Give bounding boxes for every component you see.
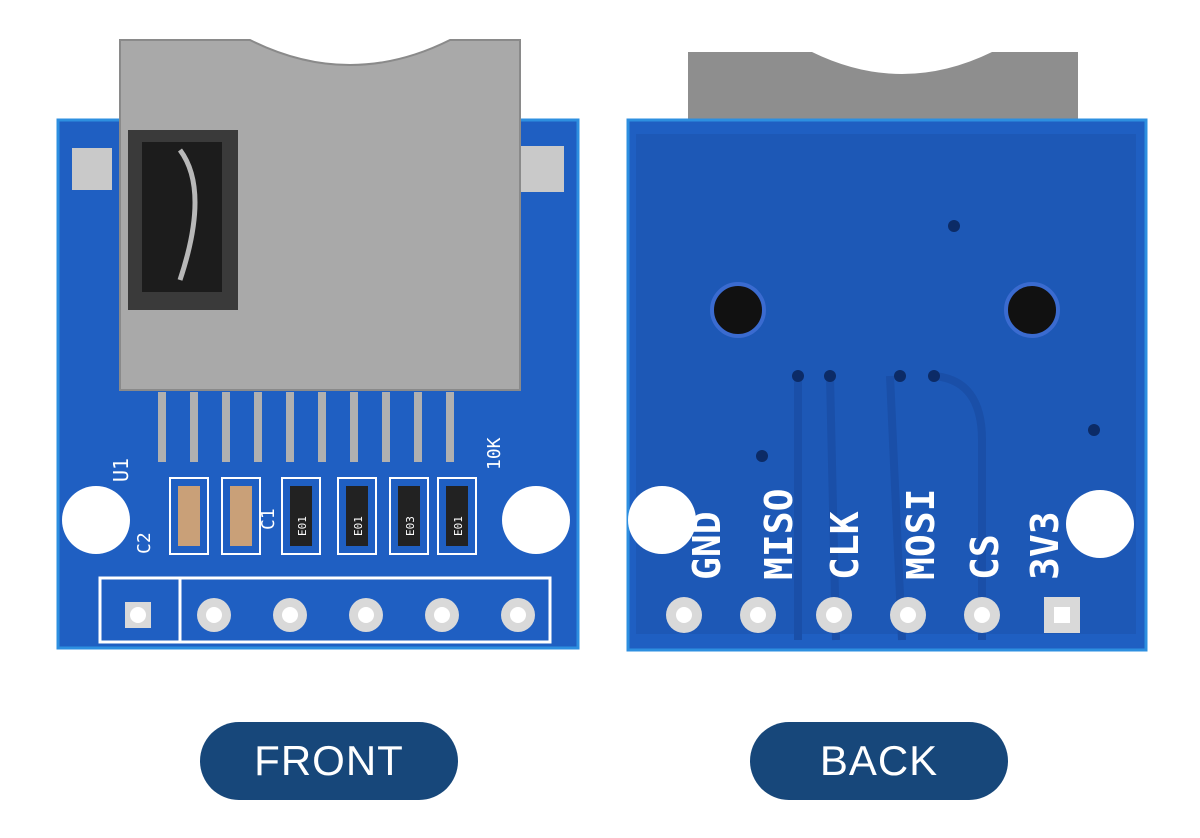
front-mount-hole-left [62, 486, 130, 554]
back-card-holder [688, 52, 1078, 124]
back-board-photo: GND MISO CLK MOSI CS 3V3 [626, 52, 1148, 652]
pin-label-cs: CS [963, 534, 1007, 580]
back-label-pill: BACK [750, 722, 1008, 800]
silk-r3: E03 [404, 516, 417, 536]
pin-label-clk: CLK [823, 511, 867, 580]
pin-label-miso: MISO [757, 488, 801, 580]
silk-r4: E01 [452, 516, 465, 536]
pin-label-gnd: GND [685, 511, 729, 580]
silk-10k: 10K [484, 437, 505, 470]
front-header-pads [125, 598, 535, 632]
back-mount-hole-left [628, 486, 696, 554]
front-components [169, 477, 477, 555]
back-header-pads [666, 597, 1080, 633]
pin-label-3v3: 3V3 [1023, 511, 1067, 580]
front-right-tab [520, 146, 564, 192]
pin-label-mosi: MOSI [899, 488, 943, 580]
back-hole-right [1004, 282, 1060, 338]
front-board-photo: U1 C2 C1 10K E01 E01 E03 E01 [56, 39, 580, 650]
front-label-pill: FRONT [200, 722, 458, 800]
silk-r1: E01 [296, 516, 309, 536]
front-label: FRONT [254, 737, 404, 784]
silk-r2: E01 [352, 516, 365, 536]
front-connector-pins [158, 392, 454, 462]
silk-c1: C1 [258, 508, 279, 530]
silk-u1: U1 [109, 458, 133, 482]
back-hole-left [710, 282, 766, 338]
front-mount-hole-right [502, 486, 570, 554]
silk-c2: C2 [134, 532, 155, 554]
front-left-tab [72, 148, 112, 190]
back-mount-hole-right [1066, 490, 1134, 558]
back-label: BACK [819, 737, 939, 784]
